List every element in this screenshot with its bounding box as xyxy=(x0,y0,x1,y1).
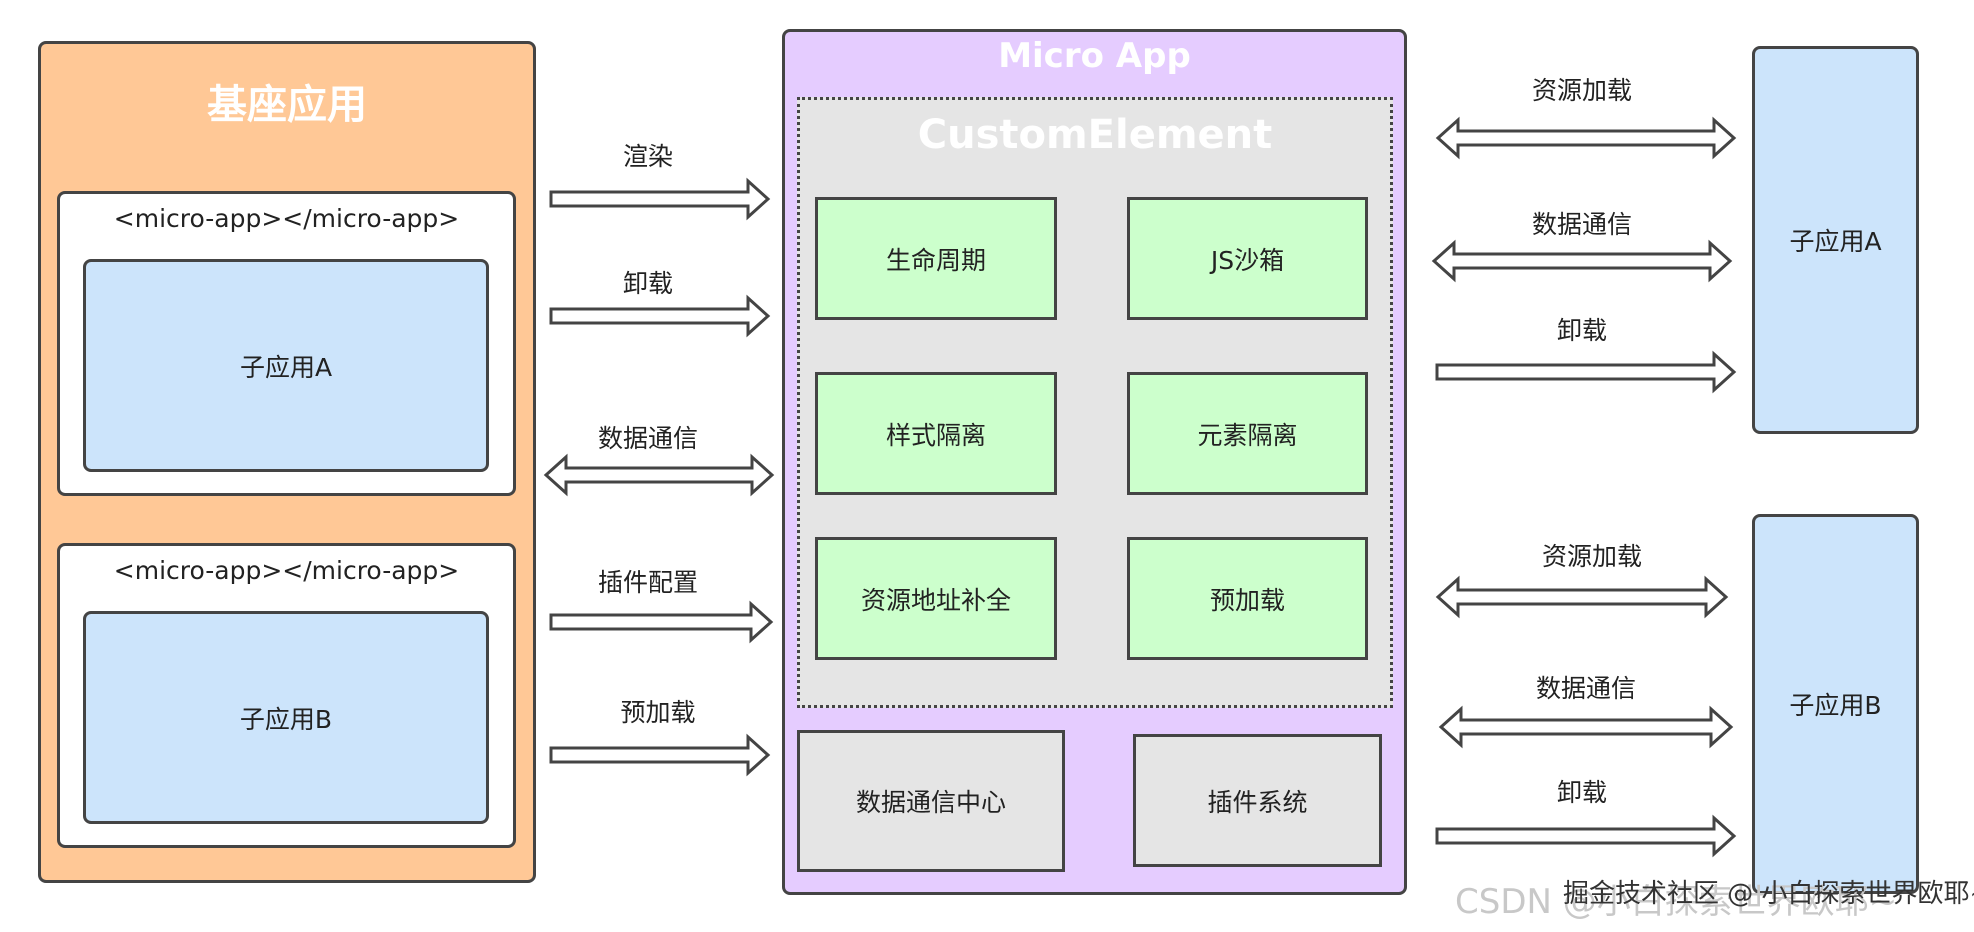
host-subapp-b: 子应用B xyxy=(83,611,489,824)
feature-style-isolation: 样式隔离 xyxy=(815,372,1057,495)
subapp-b-label: 子应用B xyxy=(1789,691,1882,720)
host-app-title: 基座应用 xyxy=(207,82,367,128)
plugin-system: 插件系统 xyxy=(1133,734,1382,867)
host-subapp-a-label: 子应用A xyxy=(239,352,333,382)
label-unload-left: 卸载 xyxy=(622,269,673,298)
label-resource-load-b: 资源加载 xyxy=(1541,542,1642,571)
feature-element-isolation-label: 元素隔离 xyxy=(1197,420,1298,450)
label-render: 渲染 xyxy=(622,142,673,171)
label-data-comm-b: 数据通信 xyxy=(1535,674,1636,703)
feature-element-isolation: 元素隔离 xyxy=(1127,372,1368,495)
host-subapp-a: 子应用A xyxy=(83,259,489,472)
juejin-watermark: 掘金技术社区 @ 小白探索世界欧耶~ xyxy=(1563,879,1974,909)
feature-preload: 预加载 xyxy=(1127,537,1368,660)
label-unload-b: 卸载 xyxy=(1556,778,1607,807)
label-unload-a: 卸载 xyxy=(1556,316,1607,345)
label-data-comm-a: 数据通信 xyxy=(1531,210,1632,239)
feature-resource-path-completion: 资源地址补全 xyxy=(815,537,1057,660)
data-communication-center-label: 数据通信中心 xyxy=(855,788,1006,817)
feature-style-isolation-label: 样式隔离 xyxy=(885,420,986,450)
label-plugin-config: 插件配置 xyxy=(597,568,698,597)
arrow-unload-left xyxy=(549,294,771,338)
feature-resource-path-completion-label: 资源地址补全 xyxy=(860,585,1011,615)
arrow-unload-a xyxy=(1435,350,1737,394)
micro-app-tag-b: <micro-app></micro-app> xyxy=(113,556,460,585)
feature-js-sandbox: JS沙箱 xyxy=(1127,197,1368,320)
feature-preload-label: 预加载 xyxy=(1209,585,1285,615)
label-resource-load-a: 资源加载 xyxy=(1531,76,1632,105)
subapp-a-label: 子应用A xyxy=(1789,227,1882,256)
plugin-system-label: 插件系统 xyxy=(1207,787,1308,817)
arrow-render xyxy=(549,177,771,221)
feature-js-sandbox-label: JS沙箱 xyxy=(1210,245,1285,275)
label-preload: 预加载 xyxy=(620,698,696,727)
label-data-comm-left: 数据通信 xyxy=(597,424,698,453)
micro-app-tag-a: <micro-app></micro-app> xyxy=(113,204,460,233)
arrow-unload-b xyxy=(1435,814,1737,858)
arrow-preload xyxy=(549,733,771,777)
feature-lifecycle: 生命周期 xyxy=(815,197,1057,320)
micro-app-title: Micro App xyxy=(998,36,1191,76)
custom-element-title: CustomElement xyxy=(917,112,1273,158)
host-subapp-b-label: 子应用B xyxy=(239,704,333,734)
subapp-b: 子应用B xyxy=(1752,514,1919,894)
feature-lifecycle-label: 生命周期 xyxy=(885,245,986,275)
arrow-data-comm-b xyxy=(1438,705,1734,749)
data-communication-center: 数据通信中心 xyxy=(797,730,1065,872)
arrow-plugin-config xyxy=(549,600,774,644)
arrow-resource-load-b xyxy=(1435,575,1729,619)
arrow-data-comm-a xyxy=(1431,239,1733,283)
arrow-resource-load-a xyxy=(1435,116,1737,160)
subapp-a: 子应用A xyxy=(1752,46,1919,434)
arrow-data-comm-left xyxy=(543,453,775,497)
csdn-watermark: CSDN @小白探索世界欧耶~ xyxy=(1455,882,1898,922)
